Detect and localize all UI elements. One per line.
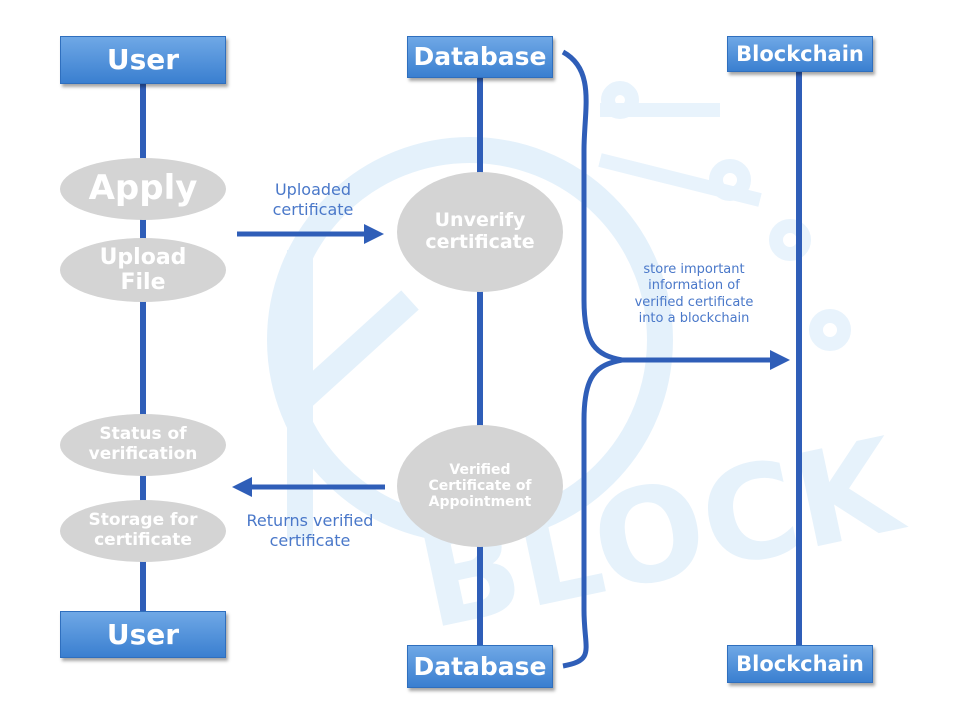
user-lifeline — [140, 80, 146, 615]
blockchain-lifeline — [796, 72, 802, 648]
database-header-top: Database — [407, 36, 553, 78]
status-of-verification-oval: Status of verification — [60, 414, 226, 476]
blockchain-header-bottom: Blockchain — [727, 645, 873, 683]
storage-for-certificate-oval: Storage for certificate — [60, 500, 226, 562]
database-header-bottom: Database — [407, 645, 553, 688]
uploaded-certificate-label: Uploaded certificate — [272, 180, 354, 219]
user-header-top: User — [60, 36, 226, 84]
upload-file-oval: Upload File — [60, 238, 226, 302]
apply-oval: Apply — [60, 158, 226, 220]
blockchain-header-top: Blockchain — [727, 36, 873, 72]
database-lifeline — [477, 78, 483, 648]
verified-certificate-oval: Verified Certificate of Appointment — [397, 425, 563, 547]
user-header-bottom: User — [60, 611, 226, 658]
store-in-blockchain-label: store important information of verified … — [634, 262, 754, 326]
unverify-certificate-oval: Unverify certificate — [397, 172, 563, 292]
returns-verified-certificate-label: Returns verified certificate — [246, 511, 374, 550]
